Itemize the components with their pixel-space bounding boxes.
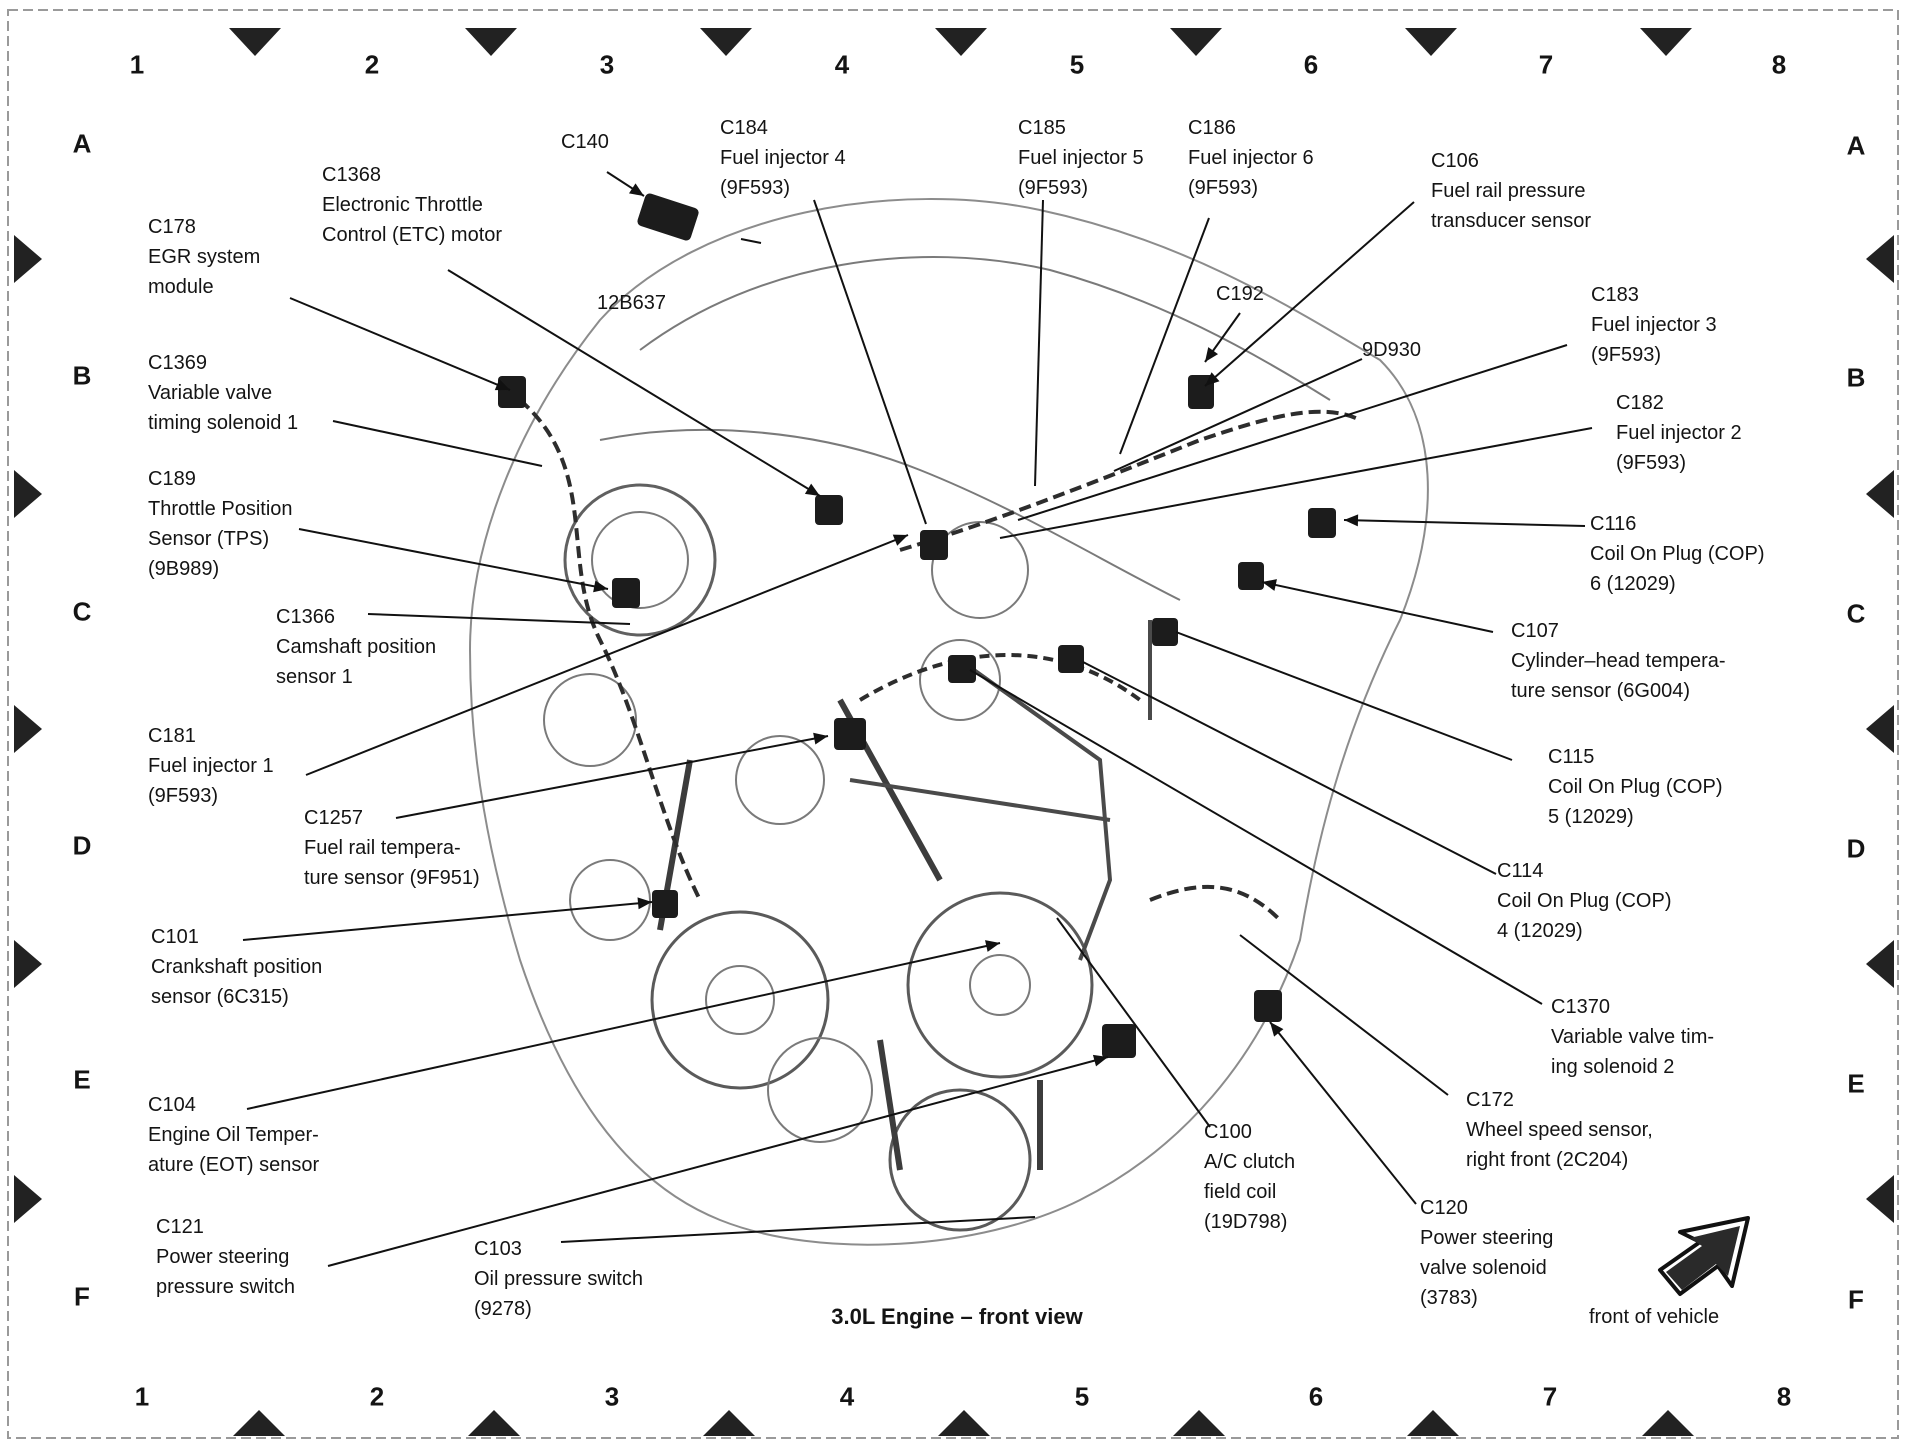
row-label-e-left: E <box>73 1064 91 1095</box>
row-label-b-left: B <box>72 360 92 391</box>
c1368-connector-icon <box>815 495 843 525</box>
col-label-2-top: 2 <box>364 49 380 80</box>
c140-connector-icon <box>637 193 699 241</box>
label-c1257: C1257 Fuel rail tempera- ture sensor (9F… <box>304 807 480 889</box>
c116-connector-icon <box>1308 508 1336 538</box>
label-c107: C107 Cylinder–head tempera- ture sensor … <box>1511 620 1726 702</box>
col-label-4-top: 4 <box>834 49 850 80</box>
row-label-b-right: B <box>1846 362 1866 393</box>
c184-connector-icon <box>920 530 948 560</box>
c121-connector-icon <box>1102 1024 1136 1058</box>
label-c106: C106 Fuel rail pressure transducer senso… <box>1431 150 1592 232</box>
label-c172: C172 Wheel speed sensor, right front (2C… <box>1466 1089 1653 1171</box>
col-label-3-bottom: 3 <box>604 1381 620 1412</box>
front-of-vehicle-label: front of vehicle <box>1589 1306 1720 1328</box>
col-label-7-bottom: 7 <box>1542 1381 1558 1412</box>
col-label-1-bottom: 1 <box>134 1381 150 1412</box>
row-label-e-right: E <box>1847 1068 1865 1099</box>
row-label-c-right: C <box>1846 598 1866 629</box>
connector-icons <box>498 193 1336 1058</box>
col-label-2-bottom: 2 <box>369 1381 385 1412</box>
label-c115: C115 Coil On Plug (COP) 5 (12029) <box>1548 746 1723 828</box>
label-c114: C114 Coil On Plug (COP) 4 (12029) <box>1497 860 1672 942</box>
label-c178: C178 EGR system module <box>148 216 261 298</box>
c107-connector-icon <box>1238 562 1264 590</box>
col-label-1-top: 1 <box>129 49 145 80</box>
col-label-3-top: 3 <box>599 49 615 80</box>
label-c185: C185 Fuel injector 5 (9F593) <box>1018 117 1144 199</box>
c1370-connector-icon <box>948 655 976 683</box>
engine-illustration <box>468 198 1429 1246</box>
c101-connector-icon <box>652 890 678 918</box>
c115-connector-icon <box>1152 618 1178 646</box>
label-c183: C183 Fuel injector 3 (9F593) <box>1591 284 1717 366</box>
col-label-8-bottom: 8 <box>1776 1381 1792 1412</box>
label-c186: C186 Fuel injector 6 (9F593) <box>1188 117 1314 199</box>
col-label-6-top: 6 <box>1303 49 1319 80</box>
label-12b637: 12B637 <box>597 292 666 314</box>
label-9d930: 9D930 <box>1362 339 1421 361</box>
c120-connector-icon <box>1254 990 1282 1022</box>
label-c121: C121 Power steering pressure switch <box>156 1216 295 1298</box>
label-c120: C120 Power steering valve solenoid (3783… <box>1420 1197 1554 1309</box>
c189-connector-icon <box>612 578 640 608</box>
label-c1370: C1370 Variable valve tim- ing solenoid 2 <box>1551 996 1715 1078</box>
label-c101: C101 Crankshaft position sensor (6C315) <box>151 926 323 1008</box>
col-label-8-top: 8 <box>1771 49 1787 80</box>
label-c1369: C1369 Variable valve timing solenoid 1 <box>148 352 299 434</box>
col-label-4-bottom: 4 <box>839 1381 855 1412</box>
label-c104: C104 Engine Oil Temper- ature (EOT) sens… <box>148 1094 320 1176</box>
label-c181: C181 Fuel injector 1 (9F593) <box>148 725 274 807</box>
row-label-a-right: A <box>1846 130 1866 161</box>
label-c100: C100 A/C clutch field coil (19D798) <box>1204 1121 1296 1233</box>
label-c1368: C1368 Electronic Throttle Control (ETC) … <box>322 164 503 246</box>
label-c182: C182 Fuel injector 2 (9F593) <box>1616 392 1742 474</box>
row-label-d-left: D <box>72 830 92 861</box>
diagram-title: 3.0L Engine – front view <box>831 1304 1083 1329</box>
label-c192: C192 <box>1216 283 1264 305</box>
row-label-f-right: F <box>1848 1284 1864 1315</box>
row-label-d-right: D <box>1846 833 1866 864</box>
label-c184: C184 Fuel injector 4 (9F593) <box>720 117 846 199</box>
c114-connector-icon <box>1058 645 1084 673</box>
label-c103: C103 Oil pressure switch (9278) <box>474 1238 643 1320</box>
c178-connector-icon <box>498 376 526 408</box>
col-label-5-bottom: 5 <box>1074 1381 1090 1412</box>
label-c140: C140 <box>561 131 609 153</box>
col-label-6-bottom: 6 <box>1308 1381 1324 1412</box>
c1257-connector-icon <box>834 718 866 750</box>
col-label-7-top: 7 <box>1538 49 1554 80</box>
col-label-5-top: 5 <box>1069 49 1085 80</box>
row-label-a-left: A <box>72 128 92 159</box>
label-c116: C116 Coil On Plug (COP) 6 (12029) <box>1590 513 1765 595</box>
row-label-f-left: F <box>74 1281 90 1312</box>
label-c1366: C1366 Camshaft position sensor 1 <box>276 606 437 688</box>
row-label-c-left: C <box>72 596 92 627</box>
label-c189: C189 Throttle Position Sensor (TPS) (9B9… <box>148 468 293 580</box>
